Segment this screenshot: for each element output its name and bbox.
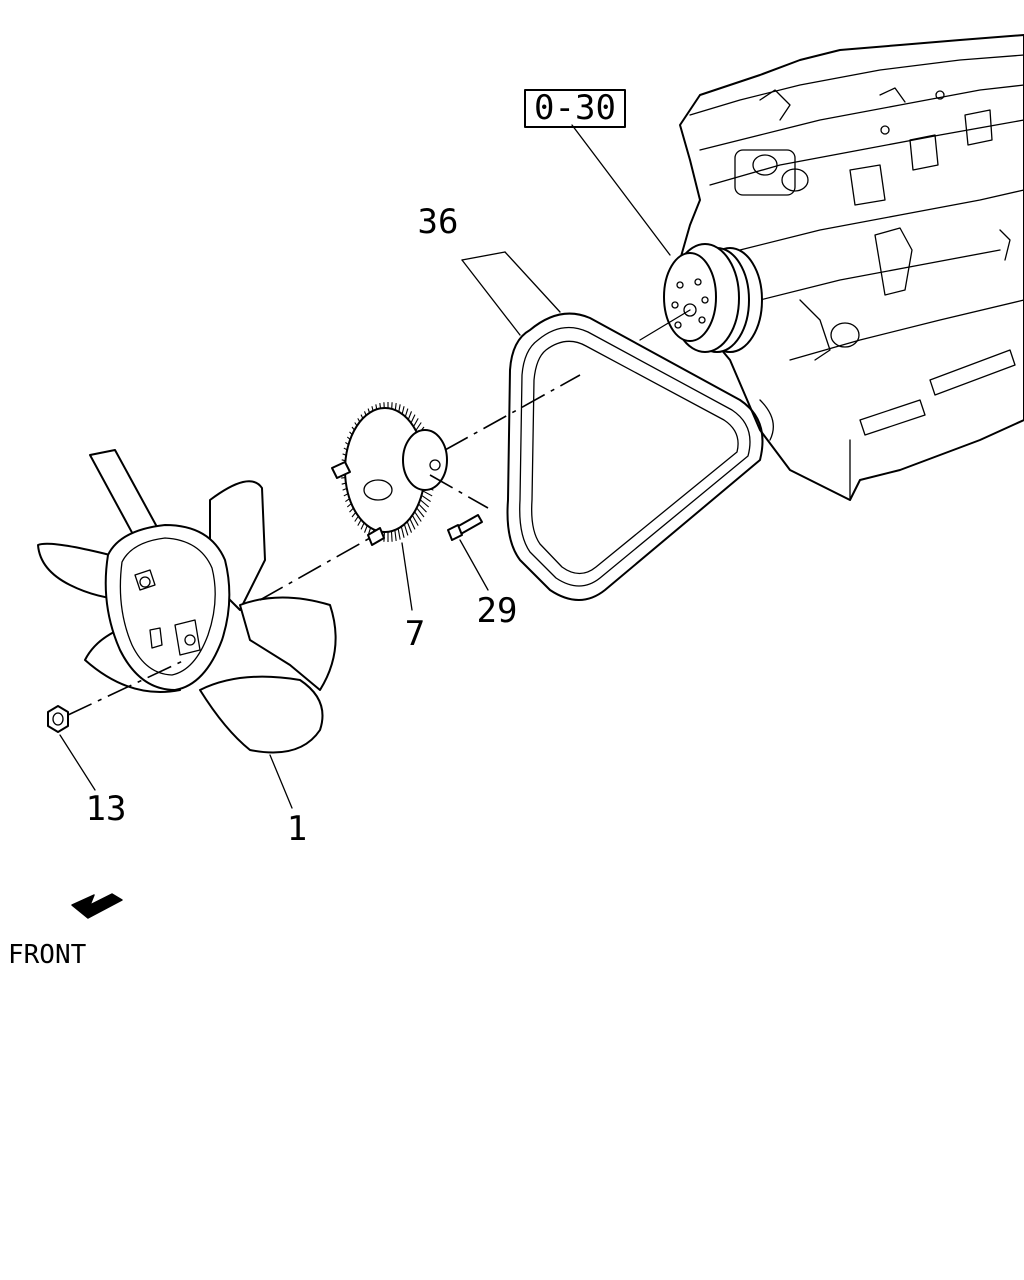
- engine-block: [679, 34, 1024, 501]
- callout-nut: 13: [86, 789, 127, 829]
- front-label: FRONT: [8, 940, 87, 970]
- callout-bolt: 29: [477, 591, 518, 631]
- callout-belt: 36: [418, 202, 459, 242]
- ref-box-callout: 0-30: [524, 88, 626, 128]
- ref-box-label: 0-30: [534, 88, 616, 128]
- leader-lines: [59, 124, 671, 809]
- fan-assembly: [37, 449, 337, 754]
- bolt: [447, 514, 483, 541]
- fan-clutch: [331, 402, 448, 546]
- callout-clutch: 7: [405, 614, 425, 654]
- center-lines: [67, 309, 691, 716]
- callout-fan: 1: [287, 809, 307, 849]
- crank-pulley: [663, 243, 763, 353]
- front-indicator: FRONT: [8, 893, 123, 970]
- v-belt: [506, 312, 764, 601]
- nut: [47, 705, 69, 733]
- arrow-front-icon: [71, 893, 123, 919]
